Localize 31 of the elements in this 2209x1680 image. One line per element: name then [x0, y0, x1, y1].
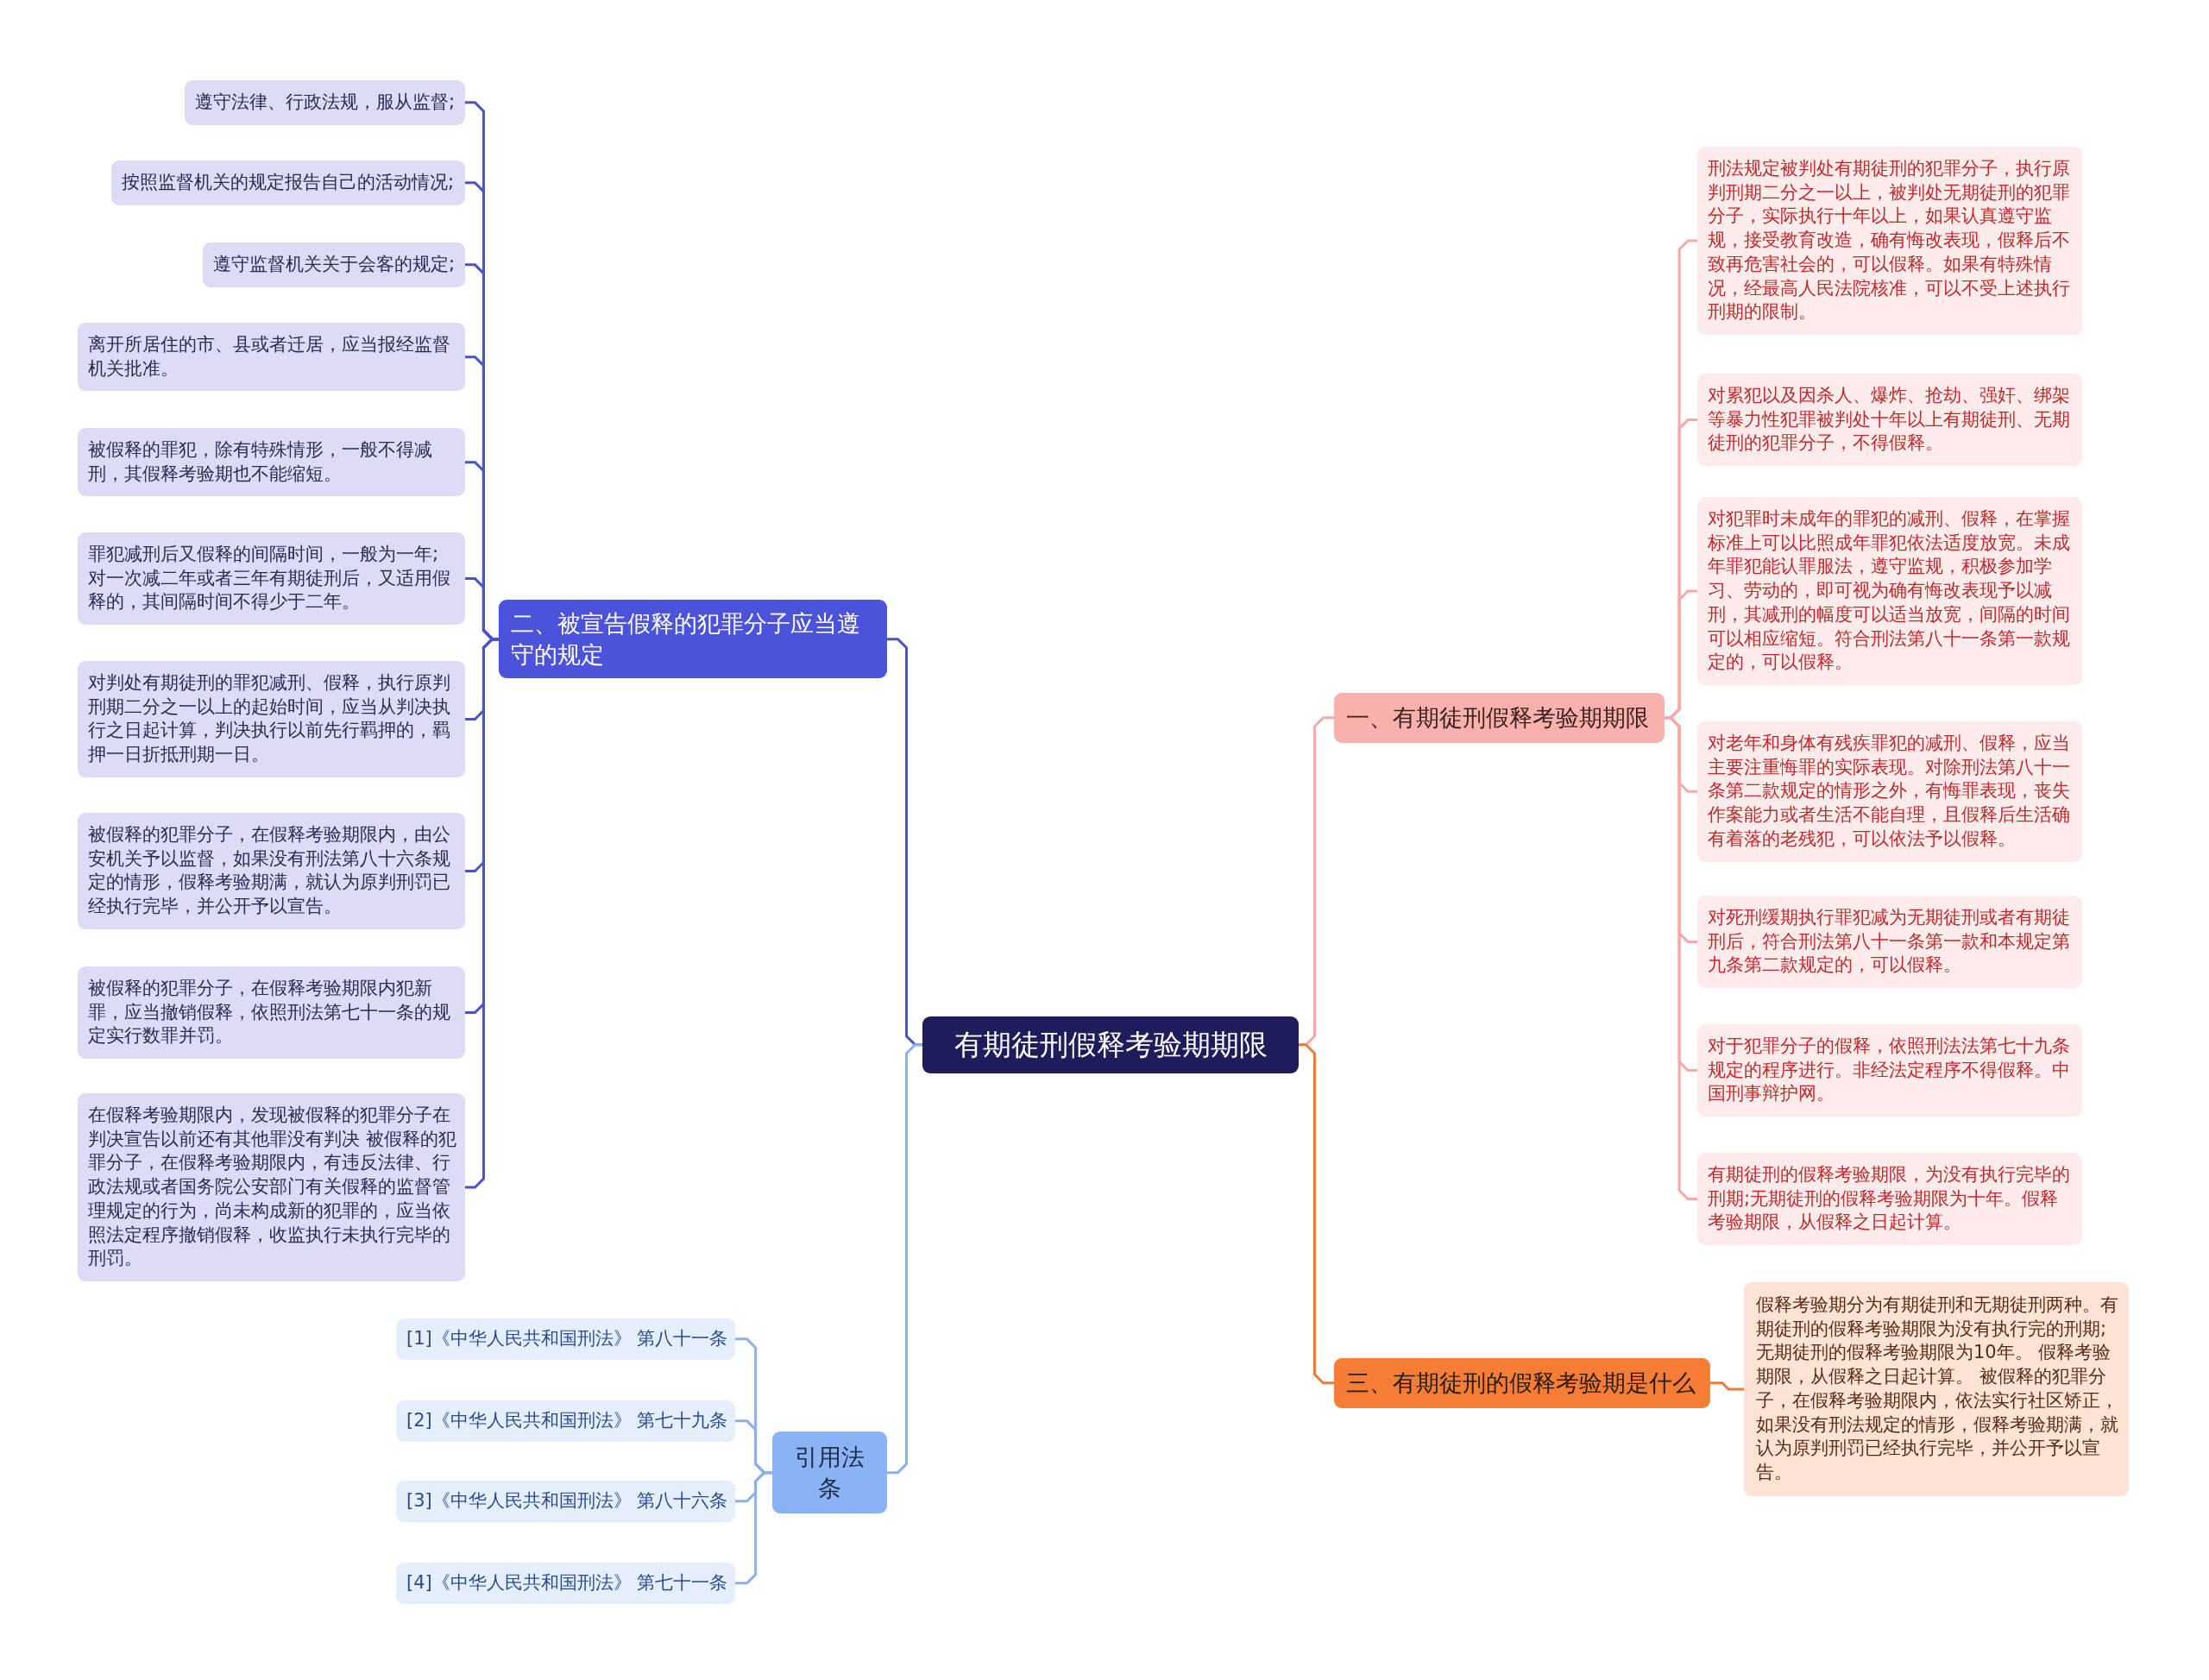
note-card: 按照监督机关的规定报告自己的活动情况; — [111, 160, 465, 205]
note-card: 遵守监督机关关于会客的规定; — [203, 242, 465, 287]
note-card: 被假释的犯罪分子，在假释考验期限内犯新罪，应当撤销假释，依照刑法第七十一条的规定实行数罪并罚。 — [78, 966, 465, 1060]
note-card: 对老年和身体有残疾罪犯的减刑、假释，应当主要注重悔罪的实际表现。对除刑法第八十一条第二款规定的情形之外，有悔罪表现，丧失作案能力或者生活不能自理，且假释后生活确有着落的老残犯，可以依法予以假释。 — [1697, 721, 2082, 862]
connector-line — [887, 1043, 922, 1475]
note-card: 对累犯以及因杀人、爆炸、抢劫、强奸、绑架等暴力性犯罪被判处十年以上有期徒刑、无期徒刑的犯罪分子，不得假释。 — [1697, 374, 2082, 467]
reference-item: [3]《中华人民共和国刑法》 第八十六条 — [396, 1481, 735, 1522]
note-card: 被假释的罪犯，除有特殊情形，一般不得减刑，其假释考验期也不能缩短。 — [78, 428, 465, 497]
note-card: 遵守法律、行政法规，服从监督; — [185, 80, 465, 125]
note-card: 有期徒刑的假释考验期限，为没有执行完毕的刑期;无期徒刑的假释考验期限为十年。假释考验期限，从假释之日起计算。 — [1697, 1153, 2082, 1246]
note-card: 对判处有期徒刑的罪犯减刑、假释，执行原判刑期二分之一以上的起始时间，应当从判决执行之日起计算，判决执行以前先行羁押的，羁押一日折抵刑期一日。 — [78, 661, 465, 777]
note-card: 对犯罪时未成年的罪犯的减刑、假释，在掌握标准上可以比照成年罪犯依法适度放宽。未成年罪犯能认罪服法，遵守监规，积极参加学习、劳动的，即可视为确有悔改表现予以减刑，其减刑的幅度可以适当放宽，间隔的时间可以相应缩短。符合刑法第八十一条第一款规定的，可以假释。 — [1697, 497, 2082, 686]
branch-topic: 二、被宣告假释的犯罪分子应当遵守的规定 — [499, 600, 887, 679]
central-topic: 有期徒刑假释考验期期限 — [922, 1016, 1299, 1073]
branch-topic: 一、有期徒刑假释考验期期限 — [1334, 693, 1665, 743]
note-card: 被假释的犯罪分子，在假释考验期限内，由公安机关予以监督，如果没有刑法第八十六条规定的情形，假释考验期满，就认为原判刑罚已经执行完毕，并公开予以宣告。 — [78, 813, 465, 929]
note-card: 对死刑缓期执行罪犯减为无期徒刑或者有期徒刑后，符合刑法第八十一条第一款和本规定第九条第二款规定的，可以假释。 — [1697, 896, 2082, 989]
note-card: 离开所居住的市、县或者迁居，应当报经监督机关批准。 — [78, 323, 465, 392]
reference-item: [4]《中华人民共和国刑法》 第七十一条 — [396, 1563, 735, 1604]
connector-line — [1710, 1381, 1744, 1391]
reference-item: [2]《中华人民共和国刑法》 第七十九条 — [396, 1400, 735, 1442]
branch-topic: 引用法条 — [772, 1431, 887, 1514]
note-card: 刑法规定被判处有期徒刑的犯罪分子，执行原判刑期二分之一以上，被判处无期徒刑的犯罪分子，实际执行十年以上，如果认真遵守监规，接受教育改造，确有悔改表现，假释后不致再危害社会的，可以假释。如果有特殊情况，经最高人民法院核准，可以不受上述执行刑期的限制。 — [1697, 147, 2082, 336]
connector-line — [735, 1471, 772, 1585]
branch-topic: 三、有期徒刑的假释考验期是什么 — [1334, 1358, 1710, 1408]
note-card: 假释考验期分为有期徒刑和无期徒刑两种。有期徒刑的假释考验期限为没有执行完的刑期;无期徒刑的假释考验期限为10年。 假释考验期限，从假释之日起计算。 被假释的犯罪分子，在假释考验期限内，依法实行社区矫正，如果没有刑法规定的情形，假释考验期满，就认为原判刑罚已经执行完毕，并公开予以宣告。 — [1744, 1282, 2129, 1496]
reference-item: [1]《中华人民共和国刑法》 第八十一条 — [396, 1318, 735, 1360]
connector-line — [1299, 1043, 1334, 1385]
note-card: 罪犯减刑后又假释的间隔时间，一般为一年;对一次减二年或者三年有期徒刑后，又适用假释的，其间隔时间不得少于二年。 — [78, 532, 465, 626]
note-card: 在假释考验期限内，发现被假释的犯罪分子在判决宣告以前还有其他罪没有判决 被假释的犯罪分子，在假释考验期限内，有违反法律、行政法规或者国务院公安部门有关假释的监督管理规定的行为，尚未构成新的犯罪的，应当依照法定程序撤销假释，收监执行未执行完毕的刑罚。 — [78, 1093, 465, 1282]
note-card: 对于犯罪分子的假释，依照刑法法第七十九条规定的程序进行。非经法定程序不得假释。中国刑事辩护网。 — [1697, 1024, 2082, 1117]
